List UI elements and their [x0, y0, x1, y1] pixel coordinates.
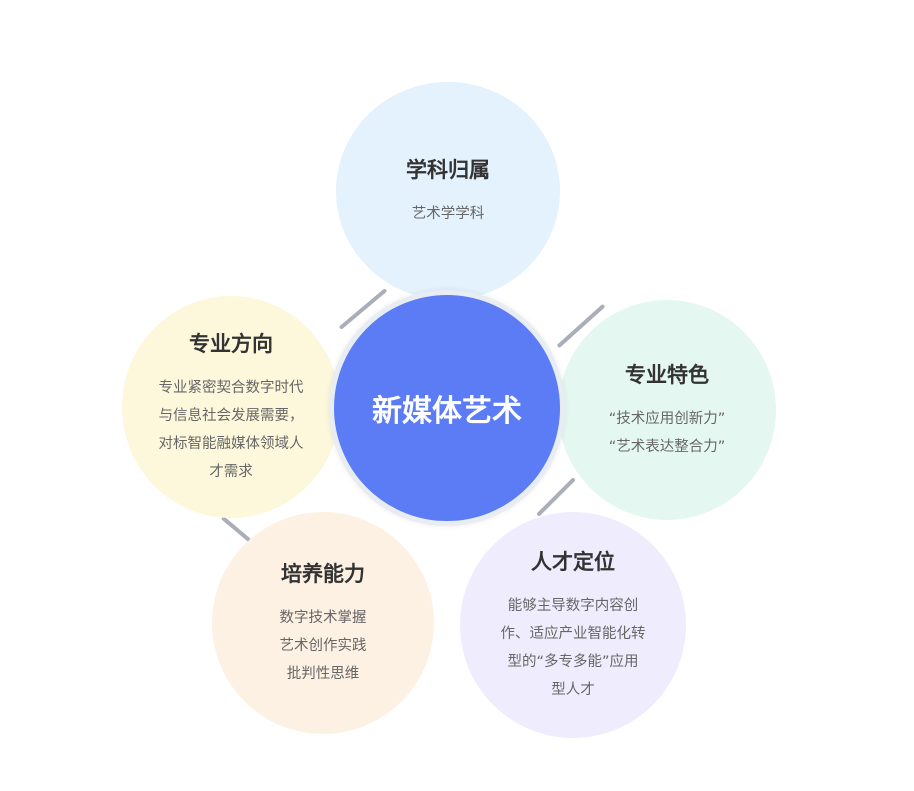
node-text: 能够主导数字内容创 作、适应产业智能化转 型的“多专多能”应用 型人才	[500, 598, 646, 698]
node-features: 专业特色 “技术应用创新力” “艺术表达整合力”	[558, 300, 776, 520]
node-text: 专业紧密契合数字时代 与信息社会发展需要， 对标智能融媒体领域人 才需求	[158, 380, 304, 480]
connector-bottom-right	[536, 477, 576, 517]
node-text: 数字技术掌握 艺术创作实践 批判性思维	[279, 610, 367, 682]
center-node: 新媒体艺术	[329, 290, 565, 526]
center-label: 新媒体艺术	[372, 394, 522, 429]
node-abilities: 培养能力 数字技术掌握 艺术创作实践 批判性思维	[212, 512, 434, 734]
node-text: “技术应用创新力” “艺术表达整合力”	[608, 411, 726, 455]
node-direction: 专业方向 专业紧密契合数字时代 与信息社会发展需要， 对标智能融媒体领域人 才需…	[122, 296, 340, 518]
connector-bottom-left	[220, 515, 252, 543]
node-title: 培养能力	[281, 562, 365, 586]
node-text: 艺术学学科	[411, 206, 485, 222]
node-title: 专业方向	[189, 332, 273, 356]
node-positioning: 人才定位 能够主导数字内容创 作、适应产业智能化转 型的“多专多能”应用 型人才	[460, 512, 686, 738]
node-discipline: 学科归属 艺术学学科	[336, 82, 560, 300]
node-title: 学科归属	[406, 158, 490, 182]
node-title: 专业特色	[625, 363, 709, 387]
node-title: 人才定位	[531, 550, 615, 574]
